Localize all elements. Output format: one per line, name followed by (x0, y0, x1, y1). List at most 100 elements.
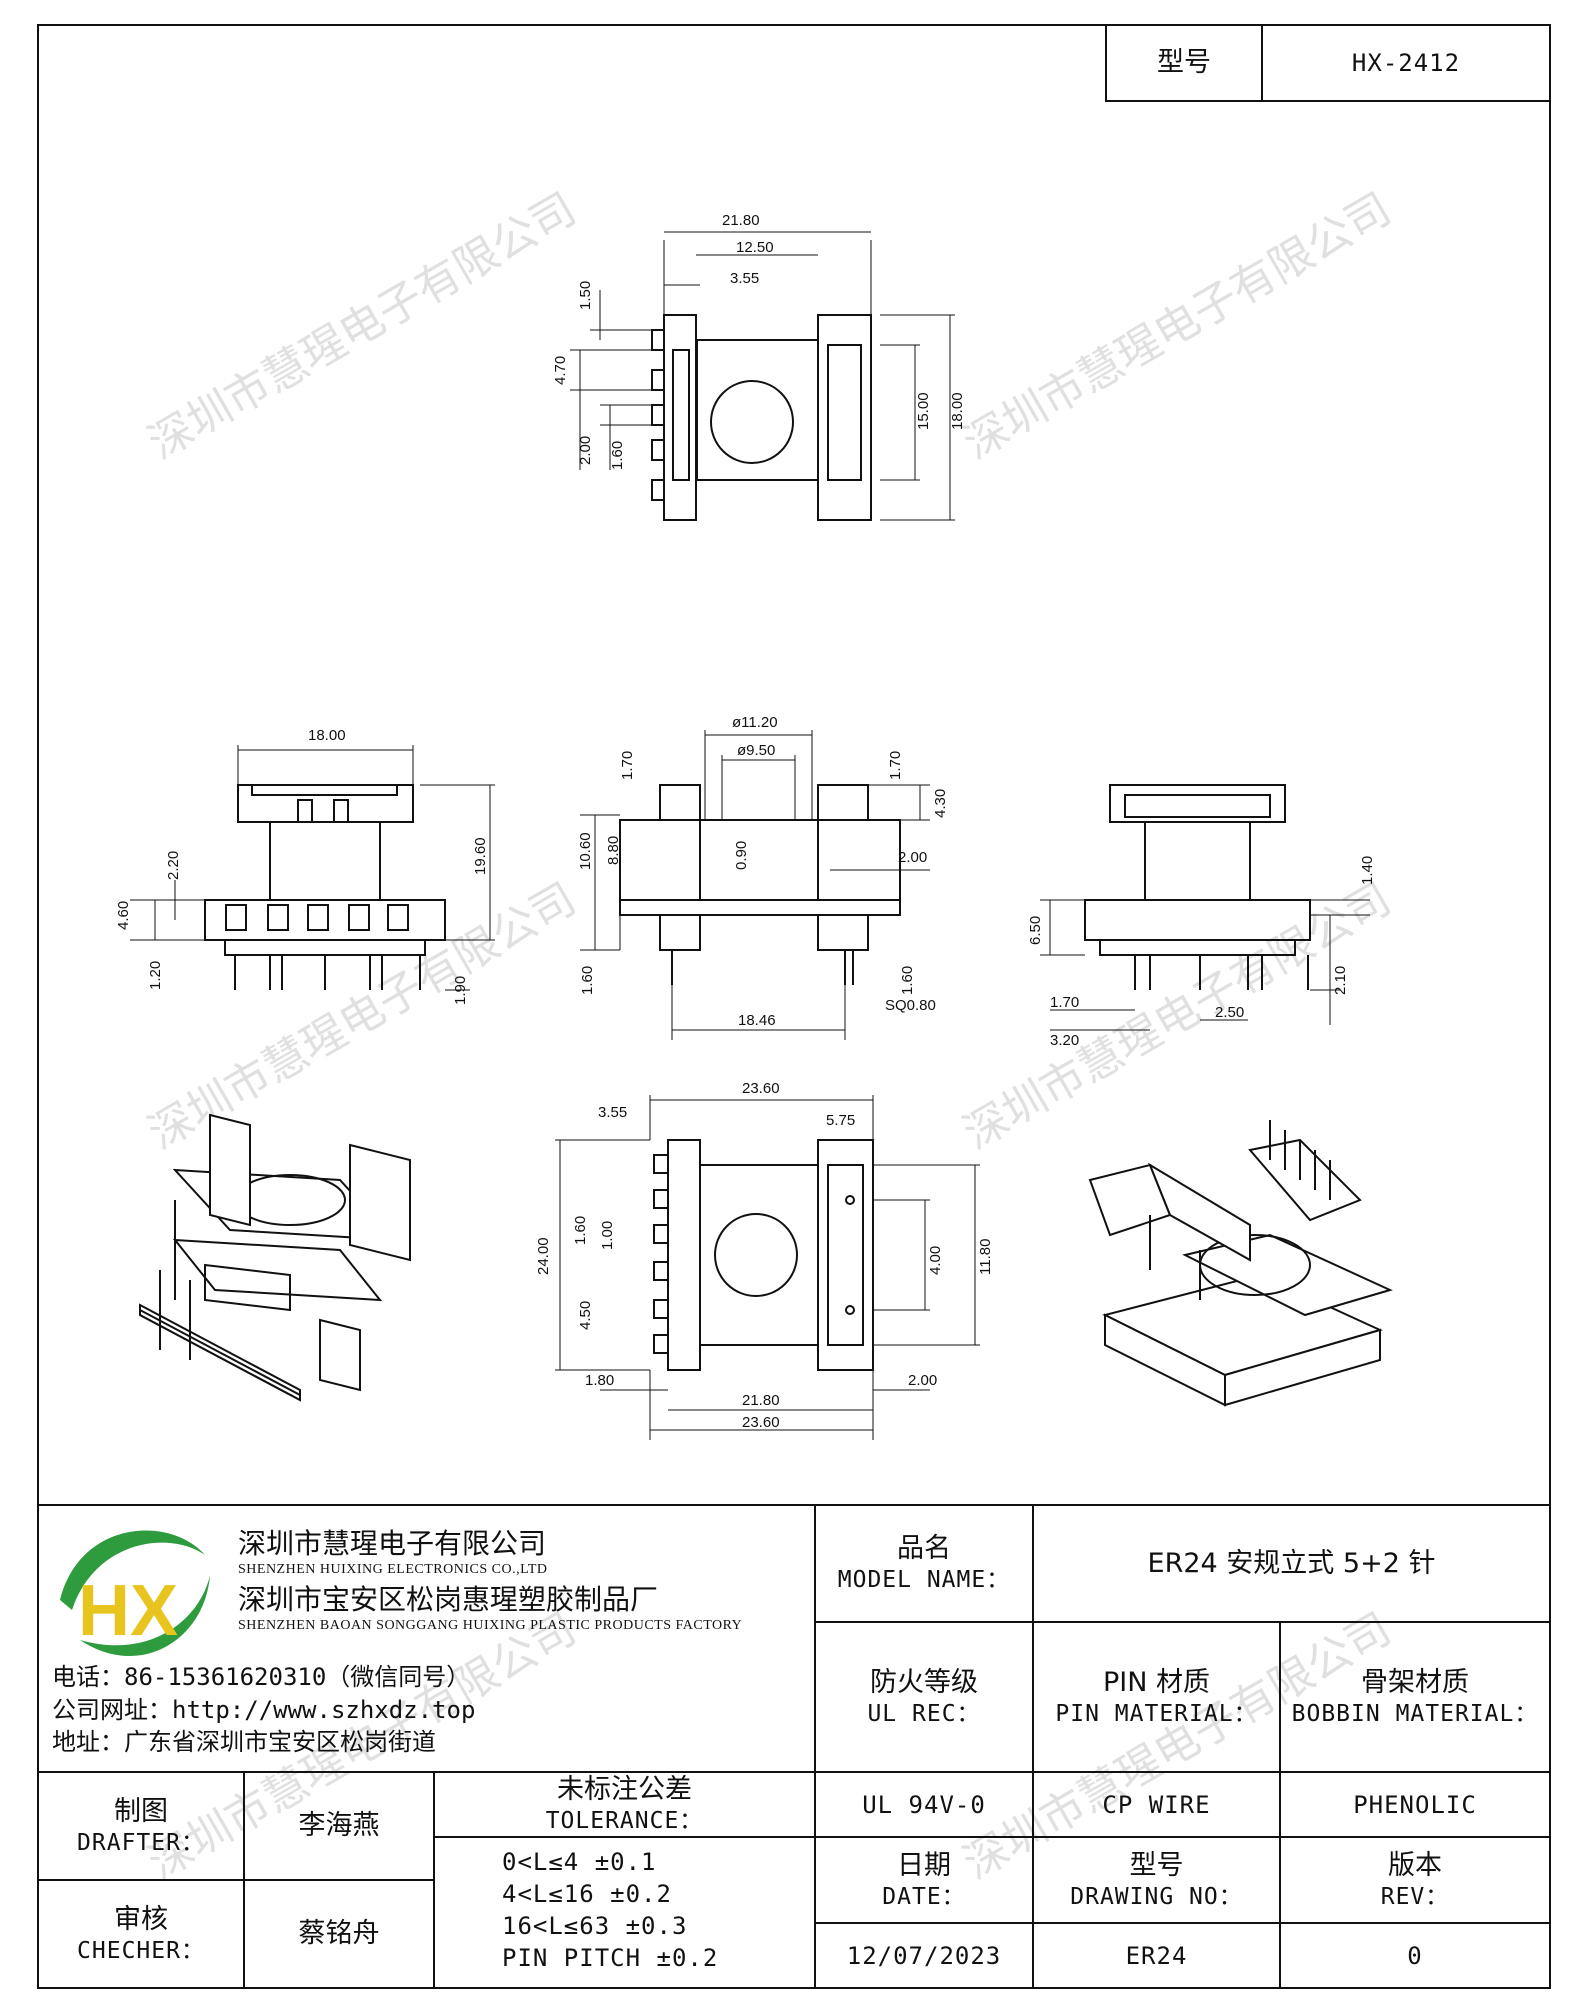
dim-label: 2.10 (1332, 966, 1349, 995)
pin-row (651, 329, 665, 501)
dim-label: 6.50 (1027, 916, 1044, 945)
isometric-view-left (139, 1113, 411, 1402)
dim-label: 1.60 (579, 966, 596, 995)
dim-label: 4.30 (932, 789, 949, 818)
checker-value-cell: 蔡铭舟 (244, 1880, 434, 1988)
tolerance-line: PIN PITCH ±0.2 (502, 1944, 719, 1972)
dim-label: 1.20 (147, 961, 164, 990)
dim-label: 18.00 (308, 727, 346, 744)
watermark-text: 深圳市慧瑆电子有限公司 (955, 183, 1400, 469)
tolerance-line: 0<L≤4 ±0.1 (502, 1848, 657, 1876)
rev-value-cell: 0 (1280, 1923, 1550, 1988)
dim-label: 4.60 (115, 901, 132, 930)
checker-label-cn: 审核 (114, 1903, 168, 1935)
phone-line: 电话：86-15361620310（微信同号） (52, 1663, 471, 1691)
dim-label: 1.60 (899, 966, 916, 995)
dim-label: 3.20 (1050, 1032, 1079, 1049)
dim-label: 3.55 (730, 270, 759, 287)
dim-label: 1.70 (619, 751, 636, 780)
drafter-value: 李海燕 (298, 1810, 380, 1842)
top-view (570, 231, 955, 521)
drafter-value-cell: 李海燕 (244, 1772, 434, 1880)
company-name-cn: 深圳市慧瑆电子有限公司 (238, 1527, 547, 1560)
ul-value-cell: UL 94V-0 (815, 1772, 1033, 1837)
tolerance-label-cn: 未标注公差 (557, 1774, 692, 1806)
bobbin-value: PHENOLIC (1353, 1790, 1477, 1819)
drawing-label-cn: 型号 (1129, 1849, 1184, 1881)
ul-label-cell: 防火等级 UL REC： (815, 1622, 1033, 1772)
rev-label-en: REV： (1380, 1883, 1450, 1910)
front-view-dims: ø11.20 ø9.50 1.70 1.70 4.30 10.60 8.80 0… (577, 714, 949, 1029)
sheet-border (37, 24, 1551, 1989)
drawing-label-en: DRAWING NO： (1070, 1883, 1243, 1910)
model-name-label-cn: 品名 (897, 1533, 951, 1565)
ul-label-cn: 防火等级 (870, 1666, 978, 1698)
checker-label-en: CHECHER： (77, 1937, 205, 1964)
left-side-dims: 18.00 2.20 4.60 19.60 1.20 1.90 (115, 727, 489, 1005)
dim-label: 5.75 (826, 1112, 855, 1129)
dim-label: 2.50 (1215, 1004, 1244, 1021)
dim-label: 4.70 (552, 356, 569, 385)
factory-name-cn: 深圳市宝安区松岗惠瑆塑胶制品厂 (238, 1583, 659, 1616)
dim-label: SQ0.80 (885, 997, 936, 1014)
company-block: 深圳市慧瑆电子有限公司 SHENZHEN HUIXING ELECTRONICS… (238, 1522, 742, 1634)
left-side-view (130, 745, 495, 991)
dim-label: 0.90 (733, 841, 750, 870)
tolerance-label-en: TOLERANCE： (545, 1808, 704, 1834)
dim-label: 2.00 (908, 1372, 937, 1389)
date-label-cn: 日期 (897, 1849, 951, 1881)
dim-label: 1.60 (572, 1216, 589, 1245)
dim-label: 1.40 (1359, 856, 1376, 885)
model-name-label-en: MODEL NAME： (837, 1567, 1011, 1593)
front-view (580, 730, 930, 1040)
dim-label: 4.50 (577, 1301, 594, 1330)
dim-label: 1.70 (1050, 994, 1079, 1011)
bobbin-label-en: BOBBIN MATERIAL： (1291, 1700, 1539, 1727)
rev-value: 0 (1407, 1941, 1423, 1970)
dim-label: 24.00 (535, 1237, 552, 1275)
dim-label: 10.60 (577, 832, 594, 870)
model-name-label-cell: 品名 MODEL NAME： (815, 1505, 1033, 1622)
dim-label: 23.60 (742, 1080, 780, 1097)
date-label-en: DATE： (882, 1883, 966, 1910)
tolerance-line: 16<L≤63 ±0.3 (502, 1912, 688, 1940)
dim-label: 1.80 (585, 1372, 614, 1389)
dim-label: 8.80 (605, 836, 622, 865)
dim-label: 3.55 (598, 1104, 627, 1121)
date-value: 12/07/2023 (846, 1941, 1002, 1970)
pin-label-cell: PIN 材质 PIN MATERIAL： (1033, 1622, 1280, 1772)
bottom-view-dims: 23.60 3.55 5.75 24.00 1.60 1.00 4.50 4.0… (535, 1080, 994, 1431)
watermark-text: 深圳市慧瑆电子有限公司 (955, 873, 1400, 1159)
dim-label: 19.60 (472, 837, 489, 875)
header-box (1105, 24, 1551, 102)
pin-value-cell: CP WIRE (1033, 1772, 1280, 1837)
website-line: 公司网址：http://www.szhxdz.top (52, 1696, 476, 1724)
model-value-cell: HX-2412 (1262, 25, 1550, 101)
company-name-en: SHENZHEN HUIXING ELECTRONICS CO.,LTD (238, 1562, 548, 1577)
bobbin-label-cell: 骨架材质 BOBBIN MATERIAL： (1280, 1622, 1550, 1772)
dim-label: 18.46 (738, 1012, 776, 1029)
bobbin-label-cn: 骨架材质 (1361, 1666, 1469, 1698)
pin-label-en: PIN MATERIAL： (1055, 1700, 1258, 1727)
right-side-view (1040, 784, 1370, 1031)
pin-row (225, 904, 421, 990)
factory-name-en: SHENZHEN BAOAN SONGGANG HUIXING PLASTIC … (238, 1618, 743, 1633)
dim-label: ø11.20 (732, 714, 778, 731)
model-name-value-cell: ER24 安规立式 5+2 针 (1033, 1505, 1550, 1622)
dim-label: 1.00 (599, 1221, 616, 1250)
bobbin-value-cell: PHENOLIC (1280, 1772, 1550, 1837)
model-name-value: ER24 安规立式 5+2 针 (1147, 1547, 1436, 1579)
date-label-cell: 日期 DATE： (815, 1837, 1033, 1923)
pin-value: CP WIRE (1102, 1790, 1211, 1819)
dim-label: 23.60 (742, 1414, 780, 1431)
dim-label: 21.80 (722, 212, 760, 229)
dim-label: 1.50 (577, 281, 594, 310)
watermark-text: 深圳市慧瑆电子有限公司 (140, 183, 585, 469)
dim-label: 11.80 (977, 1239, 994, 1275)
drafter-label-cell: 制图 DRAFTER： (38, 1772, 244, 1880)
dim-label: ø9.50 (737, 742, 775, 759)
model-value: HX-2412 (1351, 49, 1461, 77)
dim-label: 1.70 (887, 751, 904, 780)
model-label: 型号 (1157, 47, 1211, 79)
checker-label-cell: 审核 CHECHER： (38, 1880, 244, 1988)
